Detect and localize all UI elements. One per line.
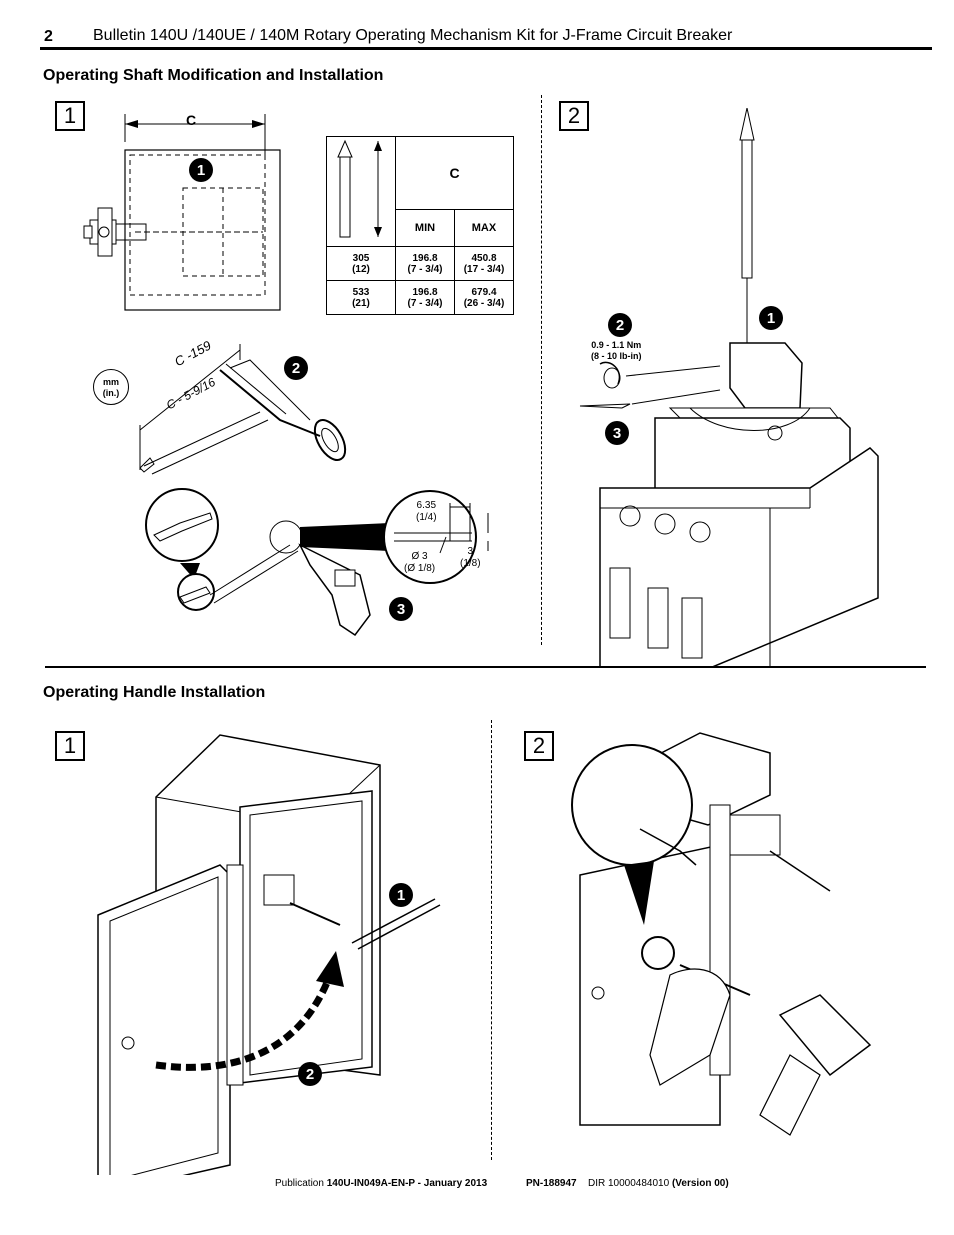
table-row: 533(21) 196.8(7 - 3/4) 679.4(26 - 3/4) (326, 280, 514, 315)
torque-lbin: (8 - 10 lb-in) (591, 351, 642, 361)
section-title-shaft: Operating Shaft Modification and Install… (43, 67, 384, 84)
badge-2: 2 (298, 1062, 322, 1086)
page-number: 2 (44, 28, 53, 45)
footer-part-number: PN-188947 (526, 1178, 577, 1189)
step-box-2: 2 (559, 101, 589, 131)
torque-spec: 0.9 - 1.1 Nm (8 - 10 lb-in) (591, 340, 642, 362)
document-title: Bulletin 140U /140UE / 140M Rotary Opera… (93, 27, 733, 44)
badge-1: 1 (759, 306, 783, 330)
drill-depth: 3 (1/8) (460, 546, 481, 570)
cell-min-in: (7 - 3/4) (407, 297, 443, 309)
badge-3: 3 (605, 421, 629, 445)
footer-dir: DIR 10000484010 (Version 00) (588, 1178, 729, 1189)
drill-length-mm: 6.35 (416, 500, 437, 511)
units-mm: mm (102, 377, 119, 387)
badge-2: 2 (608, 313, 632, 337)
badge-2: 2 (284, 356, 308, 380)
cell-min: 196.8 (412, 252, 438, 264)
divider-dashed (491, 720, 492, 1160)
cell-length-in: (12) (352, 263, 370, 275)
drill-diameter: Ø 3 (Ø 1/8) (404, 551, 435, 575)
dimension-c-label: C (186, 112, 197, 128)
divider-dashed (541, 95, 542, 645)
cell-min-in: (7 - 3/4) (407, 263, 443, 275)
table-row: 305(12) 196.8(7 - 3/4) 450.8(17 - 3/4) (326, 246, 514, 281)
cell-length: 305 (352, 252, 370, 264)
shaft-length-table: C MIN MAX 305(12) 196.8(7 - 3/4) 450.8(1… (326, 135, 514, 315)
cell-max: 450.8 (471, 252, 497, 264)
panel-shaft-diagram (83, 114, 281, 311)
footer-dir-text: DIR 10000484010 (588, 1178, 672, 1189)
cell-length-in: (21) (352, 297, 370, 309)
units-in: (in.) (102, 388, 120, 398)
drill-diagram (145, 488, 489, 637)
drill-diameter-in: (Ø 1/8) (404, 563, 436, 574)
badge-1: 1 (189, 158, 213, 182)
breaker-assembly-diagram (579, 108, 879, 668)
section-title-handle: Operating Handle Installation (43, 684, 266, 701)
drill-length-in: (1/4) (416, 512, 437, 523)
cell-min: 196.8 (412, 286, 438, 298)
footer-pub-prefix: Publication (275, 1178, 327, 1189)
cell-max: 679.4 (471, 286, 497, 298)
badge-3: 3 (389, 597, 413, 621)
cell-max-in: (26 - 3/4) (463, 297, 505, 309)
units-badge: mm (in.) (93, 369, 129, 405)
section-divider (45, 666, 926, 668)
drill-depth-in: (1/8) (460, 558, 481, 569)
torque-nm: 0.9 - 1.1 Nm (591, 340, 642, 350)
drill-depth-mm: 3 (467, 546, 474, 557)
enclosure-door-diagram (97, 734, 441, 1175)
table-col-max: MAX (454, 209, 514, 247)
step-box-1: 1 (55, 731, 85, 761)
handle-hammer-diagram (571, 732, 872, 1136)
footer-version: (Version 00) (671, 1178, 729, 1189)
table-header-c: C (395, 135, 514, 211)
cell-length: 533 (352, 286, 370, 298)
footer-publication: Publication 140U-IN049A-EN-P - January 2… (275, 1178, 487, 1189)
step-box-2: 2 (524, 731, 554, 761)
footer-pn: PN-188947 (526, 1178, 577, 1189)
drill-length: 6.35 (1/4) (416, 500, 437, 524)
saw-cut-diagram (139, 344, 347, 475)
footer-pub-id: 140U-IN049A-EN-P - January 2013 (326, 1178, 488, 1189)
step-box-1: 1 (55, 101, 85, 131)
table-col-min: MIN (395, 209, 455, 247)
badge-1: 1 (389, 883, 413, 907)
cell-max-in: (17 - 3/4) (463, 263, 505, 275)
shaft-icon (337, 139, 382, 238)
drill-diameter-mm: Ø 3 (411, 551, 428, 562)
header-rule (40, 47, 932, 50)
